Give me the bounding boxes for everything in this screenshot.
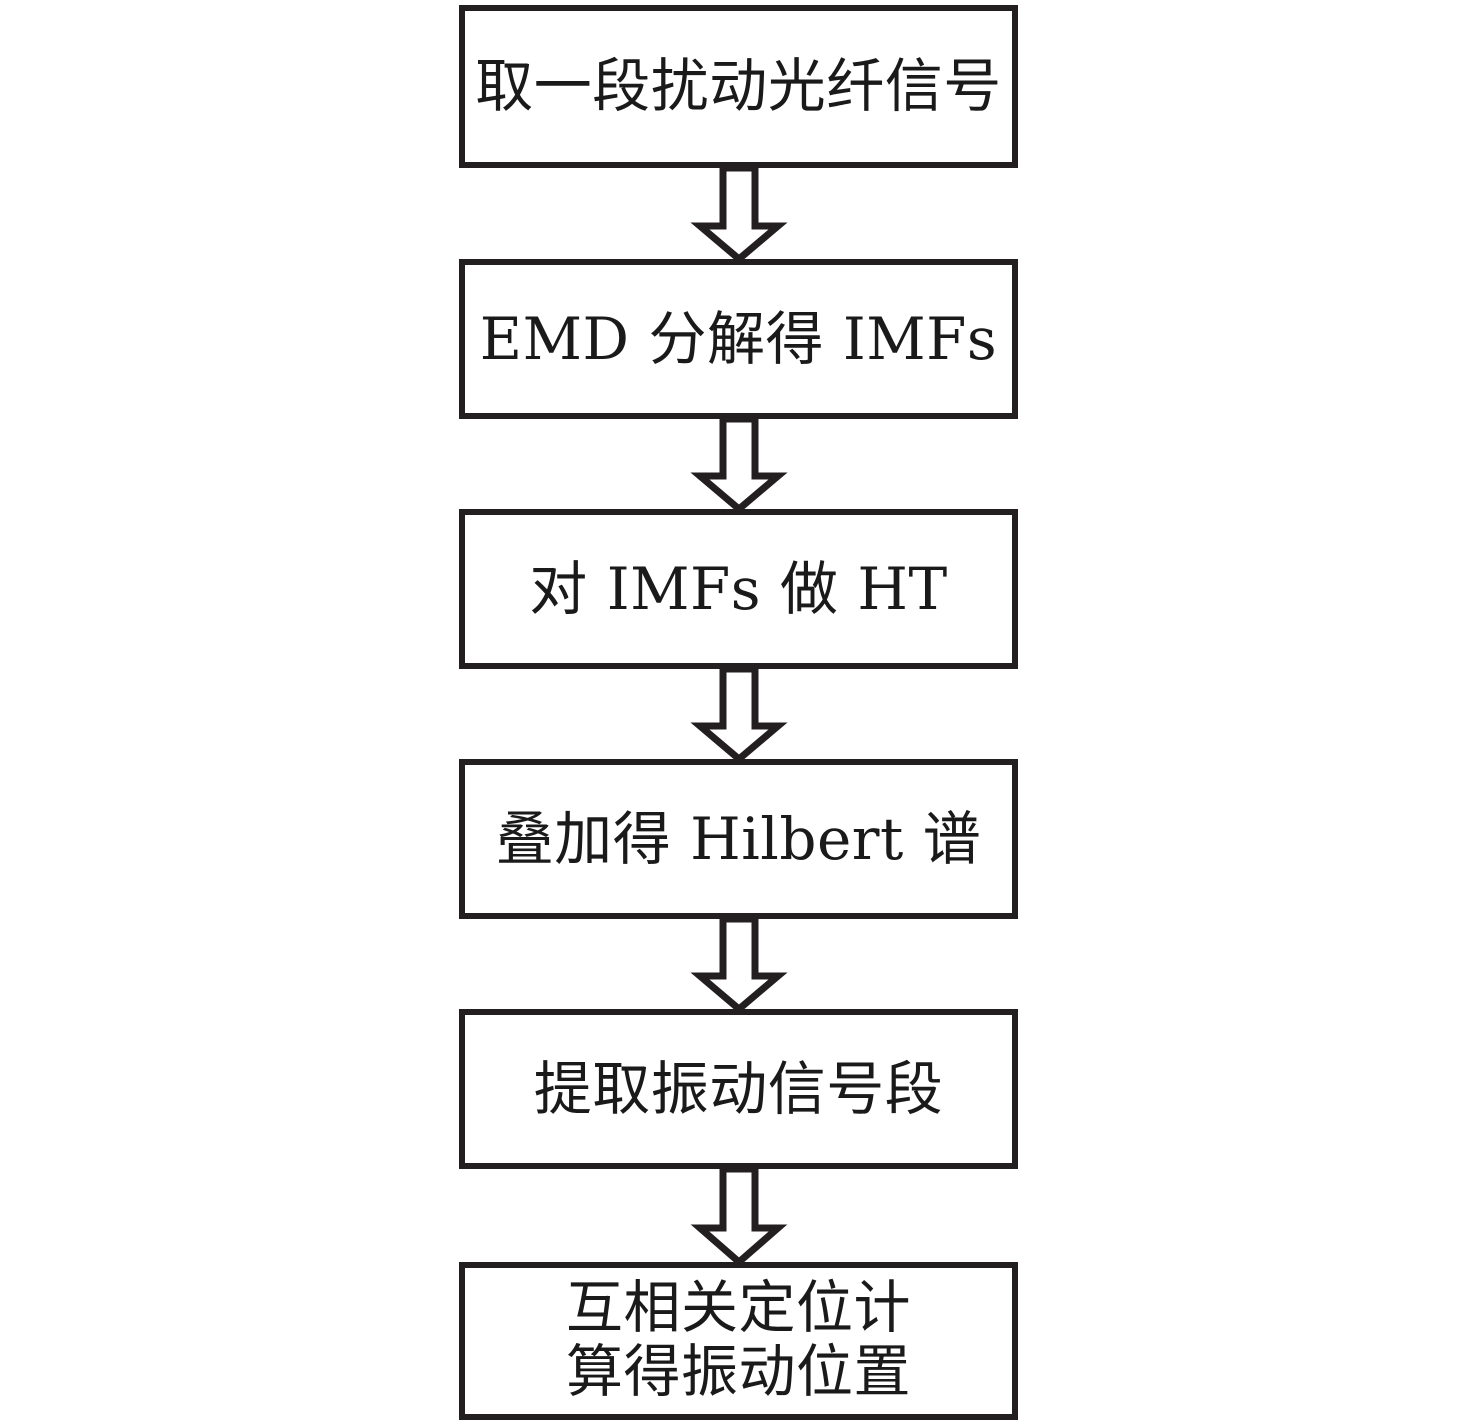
arrow-down-icon	[690, 1165, 788, 1267]
arrow-down-icon	[690, 415, 788, 514]
flow-arrow-5	[0, 1165, 1476, 1267]
flow-arrow-2	[0, 415, 1476, 514]
flow-arrow-3	[0, 665, 1476, 764]
flow-node-1: 取一段扰动光纤信号	[459, 5, 1018, 168]
flow-node-6-label: 互相关定位计 算得振动位置	[566, 1275, 911, 1405]
flow-node-2-label: EMD 分解得 IMFs	[479, 304, 998, 373]
flow-node-4: 叠加得 Hilbert 谱	[459, 759, 1018, 919]
flow-node-2: EMD 分解得 IMFs	[459, 259, 1018, 419]
flow-node-3-label: 对 IMFs 做 HT	[529, 554, 948, 623]
flow-arrow-1	[0, 164, 1476, 264]
flow-arrow-4	[0, 915, 1476, 1014]
arrow-down-icon	[690, 915, 788, 1014]
arrow-down-icon	[690, 164, 788, 264]
flow-node-3: 对 IMFs 做 HT	[459, 509, 1018, 669]
flow-node-5: 提取振动信号段	[459, 1009, 1018, 1169]
flow-node-5-label: 提取振动信号段	[533, 1054, 944, 1123]
arrow-down-icon	[690, 665, 788, 764]
flow-node-1-label: 取一段扰动光纤信号	[475, 52, 1002, 121]
flow-node-4-label: 叠加得 Hilbert 谱	[495, 804, 982, 873]
flow-node-6: 互相关定位计 算得振动位置	[459, 1262, 1018, 1420]
